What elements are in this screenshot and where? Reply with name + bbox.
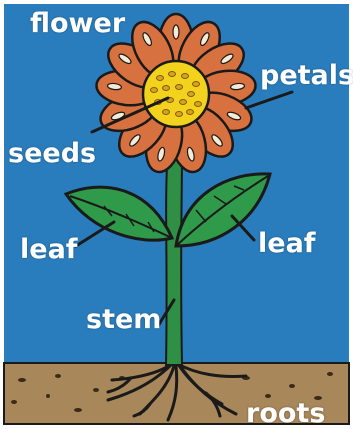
label-leaf-right: leaf — [258, 230, 316, 257]
label-stem: stem — [86, 306, 161, 333]
flower-center — [143, 61, 209, 127]
label-leaf-left: leaf — [20, 236, 78, 263]
label-petals: petals — [260, 62, 353, 89]
label-seeds: seeds — [8, 140, 96, 167]
stem-graphic — [166, 150, 182, 365]
label-roots: roots — [246, 400, 325, 427]
label-flower: flower — [30, 10, 125, 37]
